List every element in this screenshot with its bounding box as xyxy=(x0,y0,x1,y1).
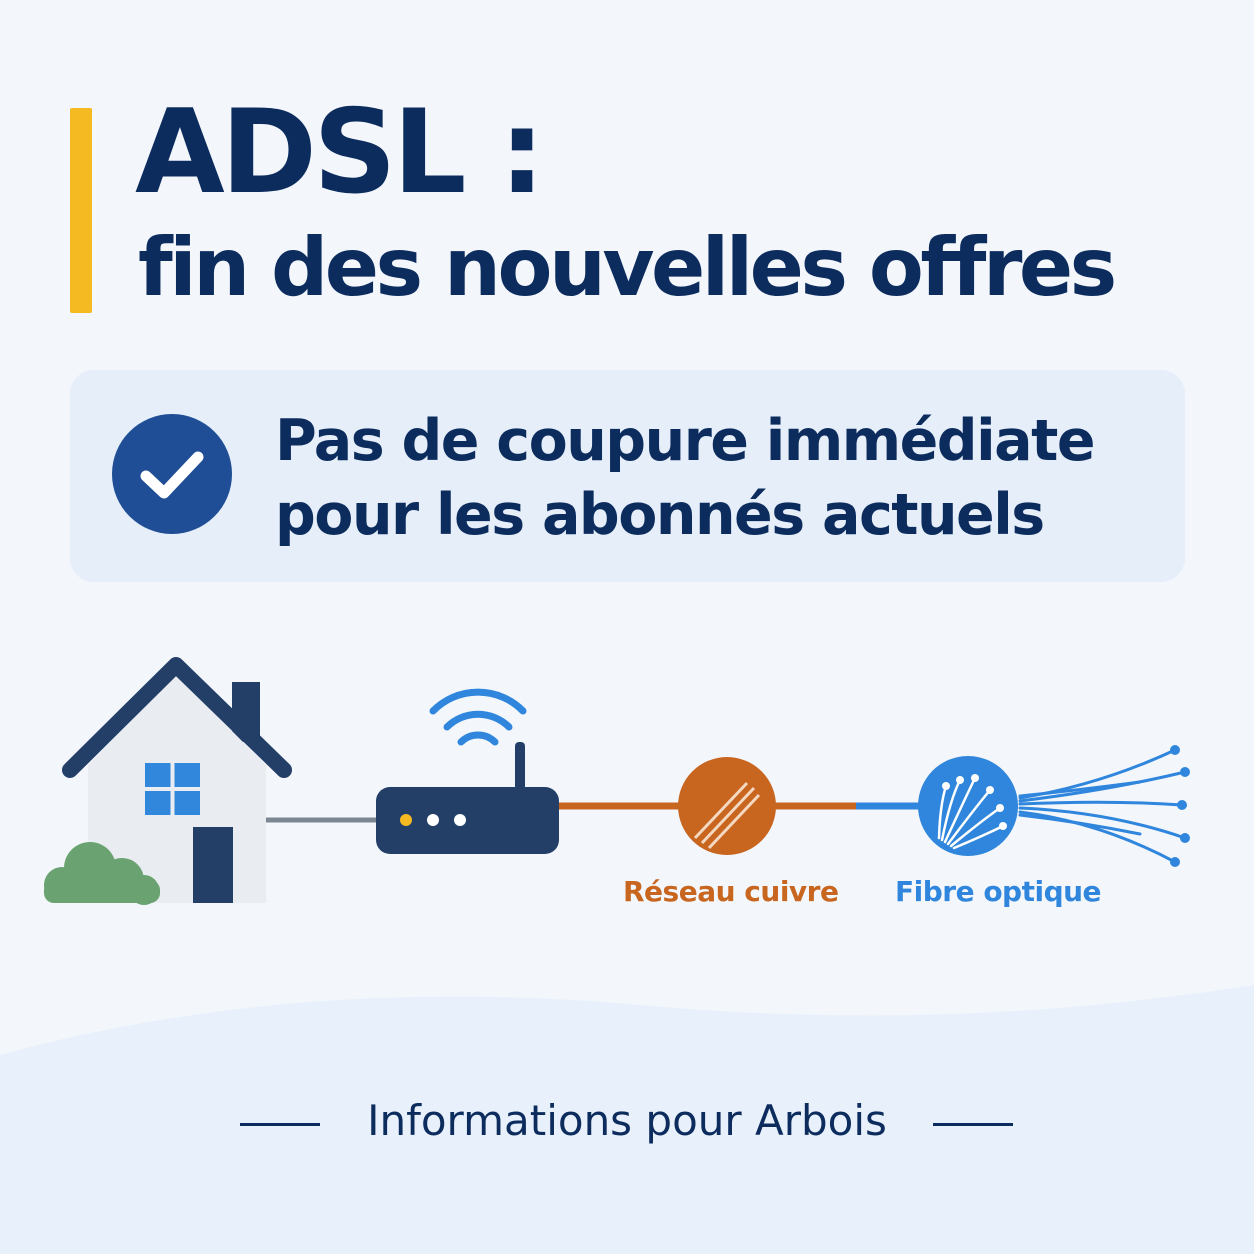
fiber-strand-ends xyxy=(1170,745,1190,867)
fiber-optic-label: Fibre optique xyxy=(895,875,1102,908)
notice-card xyxy=(70,370,1185,582)
wifi-icon xyxy=(429,688,527,746)
network-illustration xyxy=(44,657,1190,905)
page-title: ADSL : xyxy=(135,85,545,220)
router-icon xyxy=(376,742,559,854)
footer-divider-left xyxy=(240,1123,320,1126)
footer-divider-right xyxy=(933,1123,1013,1126)
copper-cable-icon xyxy=(678,757,776,855)
notice-line-1: Pas de coupure immédiate xyxy=(275,408,1096,474)
window-icon xyxy=(145,763,200,815)
copper-network-label: Réseau cuivre xyxy=(623,875,839,908)
bush-icon xyxy=(44,842,160,905)
notice-line-2: pour les abonnés actuels xyxy=(275,482,1045,548)
footer-text: Informations pour Arbois xyxy=(367,1096,887,1145)
fiber-optic-icon xyxy=(918,756,1018,856)
fiber-strands-icon xyxy=(1018,748,1187,864)
title-accent-bar xyxy=(70,108,92,313)
checkmark-icon xyxy=(112,414,232,534)
house-icon xyxy=(44,657,292,905)
page-subtitle: fin des nouvelles offres xyxy=(138,221,1117,314)
door-icon xyxy=(193,827,233,903)
notice-text: Pas de coupure immédiate pour les abonné… xyxy=(275,404,1096,552)
